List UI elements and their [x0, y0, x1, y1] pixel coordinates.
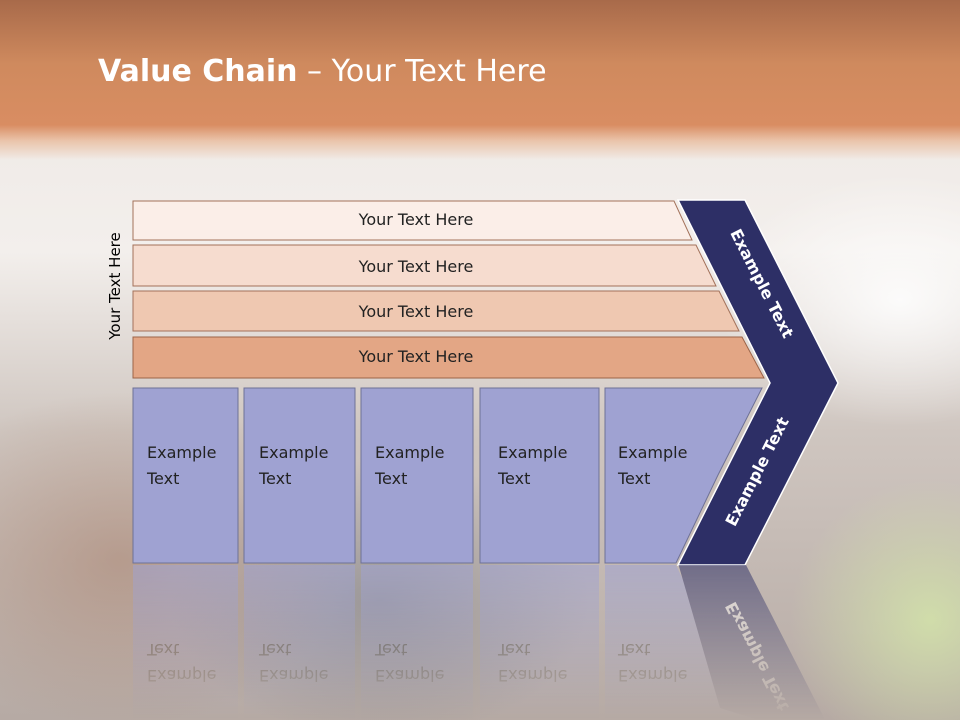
primary-column-1-line1: Example [147, 443, 216, 462]
primary-column-1-shape [132, 387, 239, 564]
support-row-2-shape [132, 244, 717, 287]
primary-column-2-line1: Example [259, 443, 328, 462]
title-rest: – Your Text Here [297, 54, 547, 89]
reflection-col-5-line1: Example [618, 666, 687, 685]
support-row-4-shape [132, 336, 765, 379]
primary-column-4-shape [479, 387, 600, 564]
support-row-1-shape [132, 200, 693, 241]
primary-column-3-shape [360, 387, 474, 564]
slide-title: Value Chain – Your Text Here [98, 54, 547, 89]
primary-column-5-line2: Text [617, 469, 650, 488]
primary-column-3: Example Text [360, 387, 474, 564]
primary-column-5-line1: Example [618, 443, 687, 462]
primary-column-3-line2: Text [374, 469, 407, 488]
support-row-4: Your Text Here [132, 336, 765, 379]
support-row-3-label: Your Text Here [358, 302, 474, 321]
reflection-col-1-line1: Example [147, 666, 216, 685]
reflection-col-1-line2: Text [146, 640, 179, 659]
primary-column-4-line2: Text [497, 469, 530, 488]
primary-column-2-shape [243, 387, 356, 564]
support-row-3: Your Text Here [132, 290, 740, 332]
support-row-2-label: Your Text Here [358, 257, 474, 276]
margin-chevron: Example Text Example Text [676, 199, 839, 566]
title-bold: Value Chain [98, 54, 298, 89]
reflection-col-4-line2: Text [497, 640, 530, 659]
primary-column-5-shape [604, 387, 763, 564]
support-row-1: Your Text Here [132, 200, 693, 241]
title-banner [0, 0, 960, 160]
reflection-col-2-line1: Example [259, 666, 328, 685]
support-row-3-shape [132, 290, 740, 332]
primary-column-2-line2: Text [258, 469, 291, 488]
reflection-col-3-line2: Text [374, 640, 407, 659]
support-row-1-label: Your Text Here [358, 210, 474, 229]
reflection-col-2-line2: Text [258, 640, 291, 659]
support-row-4-label: Your Text Here [358, 347, 474, 366]
diagram-reflection: Example Text Example Text Example Text E… [133, 563, 826, 720]
reflection-col-5-line2: Text [617, 640, 650, 659]
support-row-2: Your Text Here [132, 244, 717, 287]
reflection-col-3-line1: Example [375, 666, 444, 685]
primary-column-1: Example Text [132, 387, 239, 564]
primary-column-5: Example Text [604, 387, 763, 564]
primary-column-4-line1: Example [498, 443, 567, 462]
primary-column-1-line2: Text [146, 469, 179, 488]
reflection-col-4-line1: Example [498, 666, 567, 685]
primary-column-2: Example Text [243, 387, 356, 564]
primary-column-3-line1: Example [375, 443, 444, 462]
primary-column-4: Example Text [479, 387, 600, 564]
